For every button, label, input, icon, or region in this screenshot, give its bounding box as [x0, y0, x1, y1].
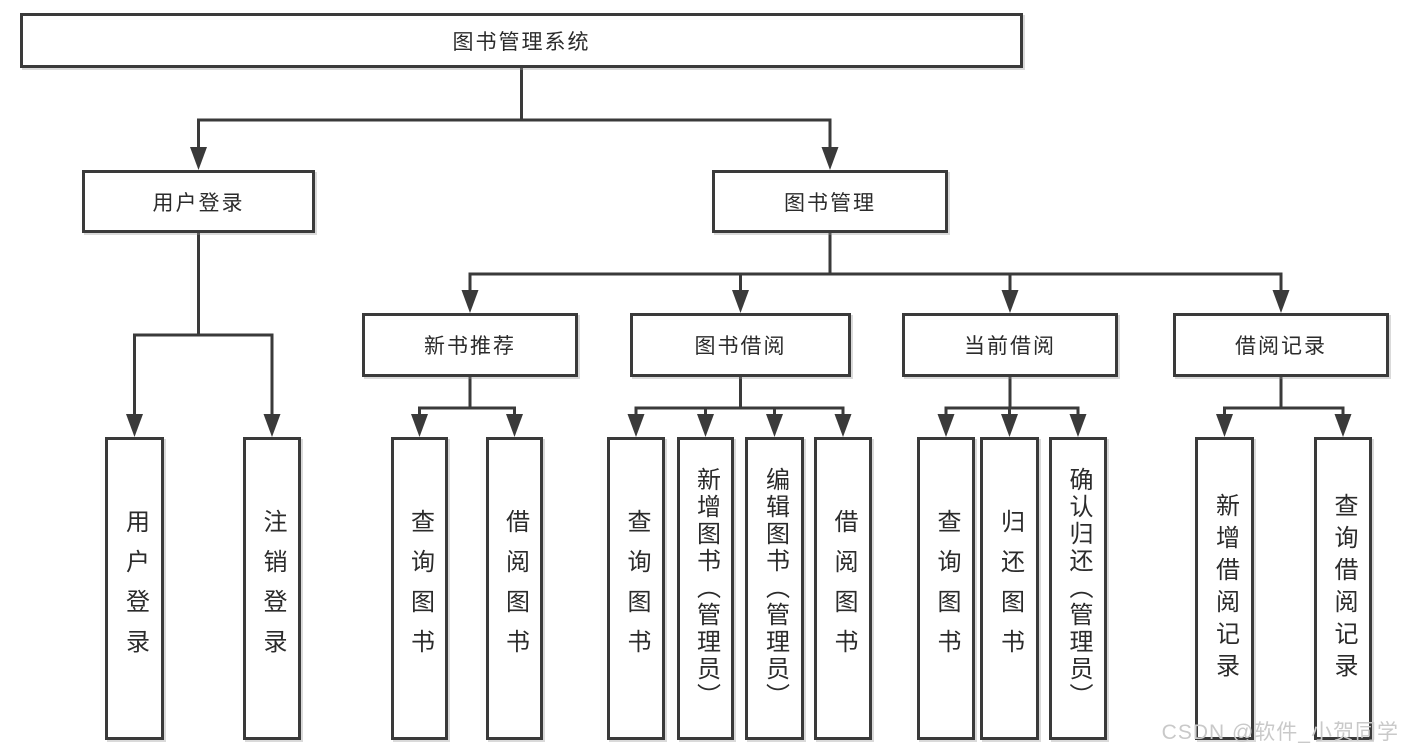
node-label: 查询借阅记录: [1330, 492, 1357, 685]
node-confirm-return-admin: 确认归还（管理员）: [1049, 437, 1107, 740]
node-query-borrow-record: 查询借阅记录: [1314, 437, 1372, 740]
node-label: 确认归还（管理员）: [1065, 467, 1092, 710]
node-label: 查询图书: [933, 508, 960, 669]
node-label: 归还图书: [996, 508, 1024, 669]
node-return-books: 归还图书: [980, 437, 1039, 740]
node-borrow-records: 借阅记录: [1173, 313, 1389, 377]
node-query-books-rec: 查询图书: [391, 437, 448, 740]
node-label: 查询图书: [623, 508, 650, 669]
node-label: 注销登录: [259, 508, 286, 669]
node-label: 图书管理: [784, 191, 876, 215]
node-book-borrow: 图书借阅: [630, 313, 851, 377]
node-root: 图书管理系统: [20, 13, 1023, 68]
node-add-books-admin: 新增图书（管理员）: [677, 437, 734, 740]
node-label: 借阅图书: [501, 508, 529, 669]
node-add-borrow-record: 新增借阅记录: [1195, 437, 1254, 740]
node-book-mgmt: 图书管理: [712, 170, 948, 233]
node-label: 新增借阅记录: [1211, 492, 1239, 685]
node-borrow-books-rec: 借阅图书: [486, 437, 543, 740]
node-logout-action: 注销登录: [243, 437, 301, 740]
node-label: 新书推荐: [424, 335, 516, 358]
node-label: 新增图书（管理员）: [692, 467, 720, 710]
node-label: 查询图书: [406, 508, 434, 669]
node-label: 借阅图书: [830, 508, 857, 669]
node-query-books-borrow: 查询图书: [607, 437, 665, 740]
node-label: 图书借阅: [694, 335, 787, 358]
node-user-login: 用户登录: [82, 170, 315, 233]
watermark: CSDN @软件_小贺同学: [1161, 721, 1399, 744]
node-user-login-action: 用户登录: [105, 437, 164, 740]
node-label: 借阅记录: [1235, 335, 1327, 358]
node-label: 图书管理系统: [452, 30, 591, 54]
node-label: 用户登录: [121, 508, 149, 669]
node-query-books-current: 查询图书: [917, 437, 975, 740]
node-label: 当前借阅: [964, 335, 1056, 358]
node-edit-books-admin: 编辑图书（管理员）: [745, 437, 804, 740]
node-current-borrow: 当前借阅: [902, 313, 1118, 377]
node-label: 编辑图书（管理员）: [761, 467, 789, 710]
node-label: 用户登录: [152, 191, 245, 215]
node-borrow-books: 借阅图书: [814, 437, 872, 740]
node-new-book-rec: 新书推荐: [362, 313, 578, 377]
